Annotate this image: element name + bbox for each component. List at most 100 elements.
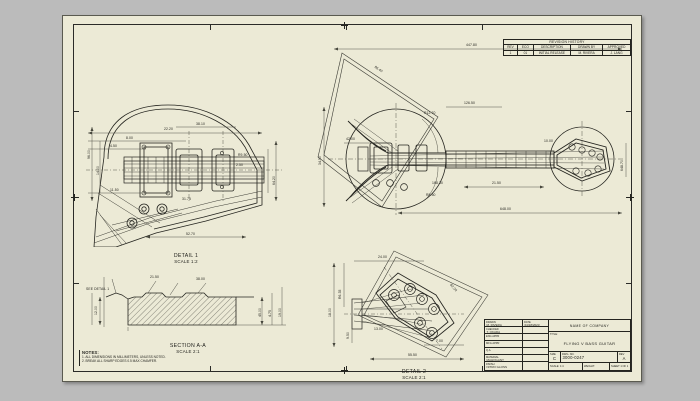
company-name-cell: NAME OF COMPANY (549, 320, 630, 332)
title-date-cell-3[interactable] (523, 334, 549, 341)
center-mark-bottom-bar (341, 370, 348, 371)
revision-cell-approved: J. LANG (602, 49, 631, 57)
main-assembly-geometry (317, 47, 627, 215)
title-field-material[interactable]: MATERIAL MAHOGANY (485, 355, 523, 362)
dimension-label: 18.00 (328, 308, 332, 317)
border-tick (626, 283, 631, 284)
view-caption-scale: SCALE 1:2 (174, 259, 198, 264)
view-caption-detail-2: DETAIL 2 SCALE 2:1 (364, 369, 464, 380)
dimension-label: 11.50 (110, 188, 119, 192)
drawing-rev-key: REV (619, 352, 625, 356)
border-tick (74, 283, 79, 284)
drawing-weight-cell: WEIGHT: (583, 363, 610, 370)
title-field-key: DATE (524, 320, 531, 324)
dimension-label: 42.00 (346, 137, 355, 141)
notes-line: 1. ALL DIMENSIONS IN MILLIMETERS, UNLESS… (82, 355, 166, 359)
revision-table-title-row: REVISION HISTORY (503, 38, 631, 46)
dimension-label: 14.00 (96, 166, 100, 175)
drawing-title-value: FLYING V BASS GUITAR (563, 341, 616, 346)
view-main-assembly[interactable]: 447.80 126.50 648.00 34.50 648.70 21.50 … (314, 43, 632, 237)
title-date-cell-4[interactable] (523, 341, 549, 348)
view-caption-title: SECTION A-A (169, 343, 207, 349)
title-field-drawn[interactable]: DRAWN M. RIVERA (485, 320, 523, 327)
title-field-value: NITRO GLOSS (486, 365, 508, 369)
dimension-label: 4.50 (110, 144, 117, 148)
title-block[interactable]: DRAWN M. RIVERA CHECKED T. OKADA ENG APP… (484, 319, 631, 371)
drawing-sheet-key: SHEET 1 OF 1 (611, 364, 629, 368)
drawing-size-cell: SIZE C (549, 352, 561, 363)
drawing-title-cell: TITLE: FLYING V BASS GUITAR (549, 332, 630, 352)
dimension-label: 13.00 (374, 327, 383, 331)
drawing-sheet: REVISION HISTORY REV ECO DESCRIPTION DRA… (62, 15, 642, 382)
drawing-sheet-cell: SHEET 1 OF 1 (610, 363, 630, 370)
dimension-label: 38.10 (196, 122, 205, 126)
border-tick (346, 25, 347, 30)
title-field-value: M. RIVERA (486, 323, 502, 327)
notes-rule (79, 350, 80, 366)
notes-block: NOTES: 1. ALL DIMENSIONS IN MILLIMETERS,… (79, 350, 217, 366)
title-field-key: Q.A. (486, 348, 492, 352)
title-field-checked[interactable]: CHECKED T. OKADA (485, 327, 523, 334)
dimension-label: R8.50 (426, 193, 436, 197)
center-mark-right-bar (630, 194, 631, 201)
drawing-weight-key: WEIGHT: (584, 364, 595, 368)
drawing-size-key: SIZE (550, 352, 556, 356)
title-date-cell-5[interactable] (523, 348, 549, 355)
dimension-label: 24.00 (378, 255, 387, 259)
revision-history-table[interactable]: REVISION HISTORY REV ECO DESCRIPTION DRA… (502, 38, 631, 57)
dimension-label: 648.00 (500, 207, 511, 211)
dimension-label: 4.75 (268, 310, 272, 317)
title-field-eng-appr[interactable]: ENG APPR (485, 334, 523, 341)
view-caption-section-aa: SECTION A-A SCALE 2:1 (138, 343, 238, 354)
dimension-label: 648.70 (620, 160, 624, 171)
title-field-key: CHECKED (486, 327, 499, 331)
border-tick (626, 111, 631, 112)
table-row[interactable]: 1 01 INITIAL RELEASE M. RIVERA J. LANG (502, 49, 631, 57)
drawing-number-key: DWG. NO. (562, 352, 575, 356)
dimension-label: R9.50 (238, 153, 248, 157)
revision-table-header-row: REV ECO DESCRIPTION DRAWN BY APPROVED (502, 44, 631, 51)
border-tick (210, 25, 211, 30)
revision-cell-rev: 1 (502, 49, 519, 57)
border-tick (482, 366, 483, 371)
title-field-key: ENG APPR (486, 334, 500, 338)
dimension-label: 96.00 (87, 150, 91, 159)
view-detail-2[interactable]: 18.00 R6.35 9.50 24.00 55.50 7.00 13.00 … (324, 247, 500, 380)
title-field-date[interactable]: DATE 04/18/2023 (523, 320, 549, 327)
view-caption-title: DETAIL 2 (401, 369, 427, 375)
title-field-value: 04/18/2023 (524, 323, 540, 327)
title-date-cell-7[interactable] (523, 362, 549, 370)
title-field-mfg-appr[interactable]: MFG APPR (485, 341, 523, 348)
dimension-label: 55.50 (408, 353, 417, 357)
dimension-label: 38.00 (196, 277, 205, 281)
dimension-label: 447.80 (466, 43, 477, 47)
dimension-label: 19.00 (278, 308, 282, 317)
dimension-label: 12.00 (94, 306, 98, 315)
border-tick (482, 25, 483, 30)
view-section-aa[interactable]: 12.00 45.00 4.75 19.00 21.50 38.00 SEE D… (86, 273, 298, 354)
drawing-rev-value: A (622, 356, 626, 361)
title-field-qa[interactable]: Q.A. (485, 348, 523, 355)
drawing-scale-cell: SCALE: 1:4 (549, 363, 583, 370)
dimension-label: 8.00 (126, 136, 133, 140)
drawing-scale-key: SCALE: 1:4 (550, 364, 564, 368)
title-field-key: FINISH (486, 362, 495, 366)
view-caption-scale: SCALE 2:1 (176, 349, 200, 354)
revision-header-rev: REV (502, 44, 519, 51)
title-field-finish[interactable]: FINISH NITRO GLOSS (485, 362, 523, 370)
dimension-label: 34.50 (318, 156, 322, 165)
revision-header-description: DESCRIPTION (532, 44, 572, 51)
detail-1-geometry (86, 104, 282, 247)
title-date-cell-6[interactable] (523, 355, 549, 362)
view-detail-1[interactable]: 22.20 8.00 4.50 38.10 11.50 R9.50 2.50 5… (86, 97, 284, 264)
title-date-cell-2[interactable] (523, 327, 549, 334)
view-caption-title: DETAIL 1 (173, 253, 199, 259)
revision-table-title: REVISION HISTORY (503, 38, 631, 46)
dimension-label: R6.35 (338, 289, 342, 299)
drawing-title-key: TITLE: (550, 332, 558, 336)
drawing-rev-cell: REV A (618, 352, 630, 363)
title-field-key: DRAWN (486, 320, 496, 324)
notes-heading: NOTES: (82, 350, 100, 355)
dimension-label: 64.20 (272, 176, 276, 185)
